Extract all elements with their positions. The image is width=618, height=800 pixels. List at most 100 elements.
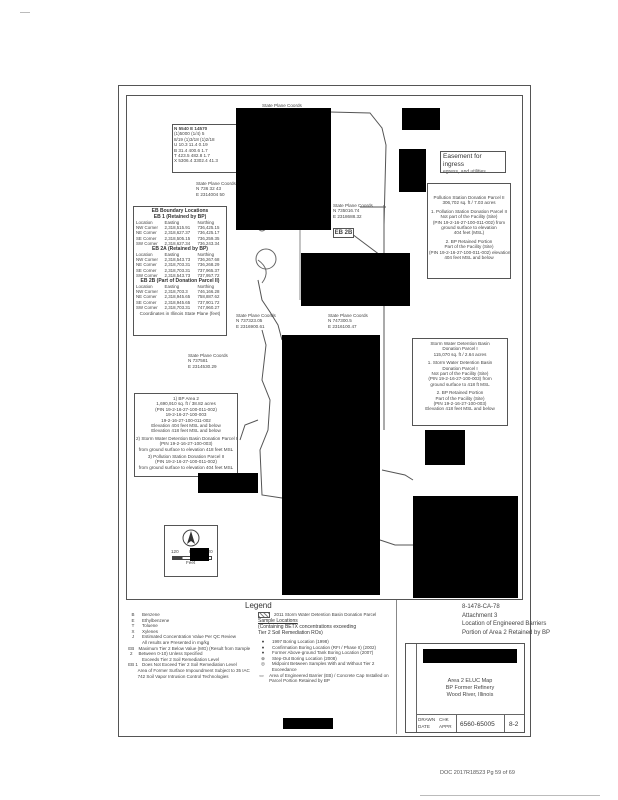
top-coord-label: State Plane Coords [262,103,302,108]
legend-title: Legend [245,601,272,610]
note-line: 1) BP Area 2 [173,396,199,401]
sample-marker [255,248,277,270]
table-cell: 2,318,703.31 [164,262,191,268]
area-2-note: 1) BP Area 2 1,690,910 sq. ft / 38.82 ac… [134,393,238,477]
legend-symbol-icon: ⊗ [261,655,265,661]
column-header: Location [136,284,153,290]
redaction [399,149,426,192]
legend-label: Area of Engineered Barrier (EB) / Concre… [269,672,389,684]
note-line: 2. BP Retained Portion [445,238,493,244]
table-cell: 2,318,703.3 [164,289,188,295]
sample-results-box: N 5540 E 14570 (1)5000 (1/4) 5 8/19 (1)3… [172,124,240,173]
table-cell: SW Corner [136,240,158,246]
leader-line [239,419,259,441]
easement-note: Easement for ingress egress, and utiliti… [440,151,506,175]
map-title: Area 2 ELUC Map [447,678,493,684]
column-header: Northing [197,284,215,290]
redaction [282,335,380,595]
note-line: 2. BP Retained Portion [436,390,484,396]
note-line: (PIN 19-2-16-27-100-011-002) elevation [429,249,511,255]
scale-unit: Feet [186,560,196,565]
legend-symbol-icon: B [131,612,135,617]
note-line: Elevation 418 feet MSL and below [425,406,495,412]
coord-label: State Plane Coords [188,353,228,358]
table-cell: SE Corner [136,299,157,305]
table-cell: 737,965.37 [197,267,220,273]
legend-label: Midpoint Between Samples With and Withou… [271,661,375,672]
legend-symbol-icon: ◎ [260,661,265,667]
table-cell: SE Corner [136,267,157,273]
note-line: 404 feet MSL and below [444,255,494,261]
note-line: (PIN 19-2-16-27-100-011-002) [155,459,217,465]
title-line: Portion of Area 2 Retained by BP [462,629,551,636]
table-cell: 2,318,505.15 [164,235,191,241]
state-plane-coords-5: State Plane Coords N 737581 E 2314530.29 [188,353,228,369]
table-cell: 737,957.72 [197,272,220,278]
legend-item: Area of Former Surface Impoundment Subje… [128,668,253,679]
redaction [236,108,331,230]
note-line: (PIN 19-2-16-27-100-003) [433,401,487,407]
title-block-header: 8-1478-CA-78 Attachment 3 Location of En… [462,603,550,637]
column-header: Northing [197,220,215,225]
table-cell: NE Corner [136,230,157,236]
coord-value: N 737323.05 [236,318,263,324]
location: Wood River, Illinois [446,692,494,698]
map-frame [126,95,523,600]
legend-label: 2011 Storm Water Detention Basin Donatio… [274,612,377,617]
legend-label: Estimated Concentration Value Per QC Rev… [142,634,236,640]
attachment-label: Attachment 3 [462,612,498,619]
note-line: 1. Pollution Station Donation Parcel II [430,208,508,214]
legend-label: Does Not Exceed Tier 2 Soil Remediation … [142,662,237,668]
hatch-icon [258,612,270,618]
legend-label: Maximum Tier 2 Below Value (MG) (Result … [138,645,251,657]
sample-box-row: U 10.3 11.4 0.19 [174,142,208,148]
boundary-curve [257,259,267,284]
redaction [190,548,209,561]
note-line: Elevation 418 feet MSL and below [151,428,221,434]
legend-symbol-icon: ● [261,650,265,656]
boundary-line [259,329,283,499]
title-block: Area 2 ELUC Map BP Former Refinery Wood … [405,643,525,733]
note-line: Part of the Facility (Site) [435,395,485,401]
note-line: Donation Parcel I [442,365,478,371]
scan-mark [20,12,30,13]
eb-table-title: EB 2A (Retained by BP) [152,246,208,253]
note-line: (PIN 19-2-16-27-100-011-002) from [432,219,506,225]
pollution-station-note: Pollution Station Donation Parcel II 306… [427,183,511,279]
redaction [283,718,333,729]
easement-sub: egress, and utilities [443,169,486,175]
legend-right: 2011 Storm Water Detention Basin Donatio… [258,612,398,684]
table-cell: 747,960.27 [197,304,220,310]
column-header: Location [136,220,153,225]
state-plane-coords-2: State Plane Coords N 735016.74 E 2318688… [333,203,373,219]
footer-rule [420,795,600,796]
note-line: 1. Storm Water Detention Basin [427,360,493,366]
redaction [198,473,258,493]
sample-box-row: B 31.4 400.6 1.7 [174,147,208,153]
note-line: (PIN 19-2-16-27-100-003) from [428,376,492,382]
legend-label: All results are Presented in mg/kg [142,639,210,645]
boundary-line [381,469,414,481]
coord-label: State Plane Coords [196,181,236,186]
legend-item-donation-parcel: 2011 Storm Water Detention Basin Donatio… [258,612,398,618]
coord-value: N 736 32 43 [196,186,222,192]
legend-item: Exceeds Tier 2 Soil Remediation Level [128,657,253,663]
note-line: ground surface to 418 ft MSL [430,381,490,387]
redaction [301,253,410,306]
column-header: Easting [164,220,180,225]
legend-label: Ethylbenzene [142,617,170,623]
table-cell: 2,318,945.65 [164,294,191,300]
figure-number: 8-2 [509,721,519,728]
table-cell: 2,318,945.65 [164,299,191,305]
legend-label: Exceeds Tier 2 Soil Remediation Level [142,656,220,662]
table-cell: NE Corner [136,262,157,268]
column-header: Northing [197,252,215,258]
